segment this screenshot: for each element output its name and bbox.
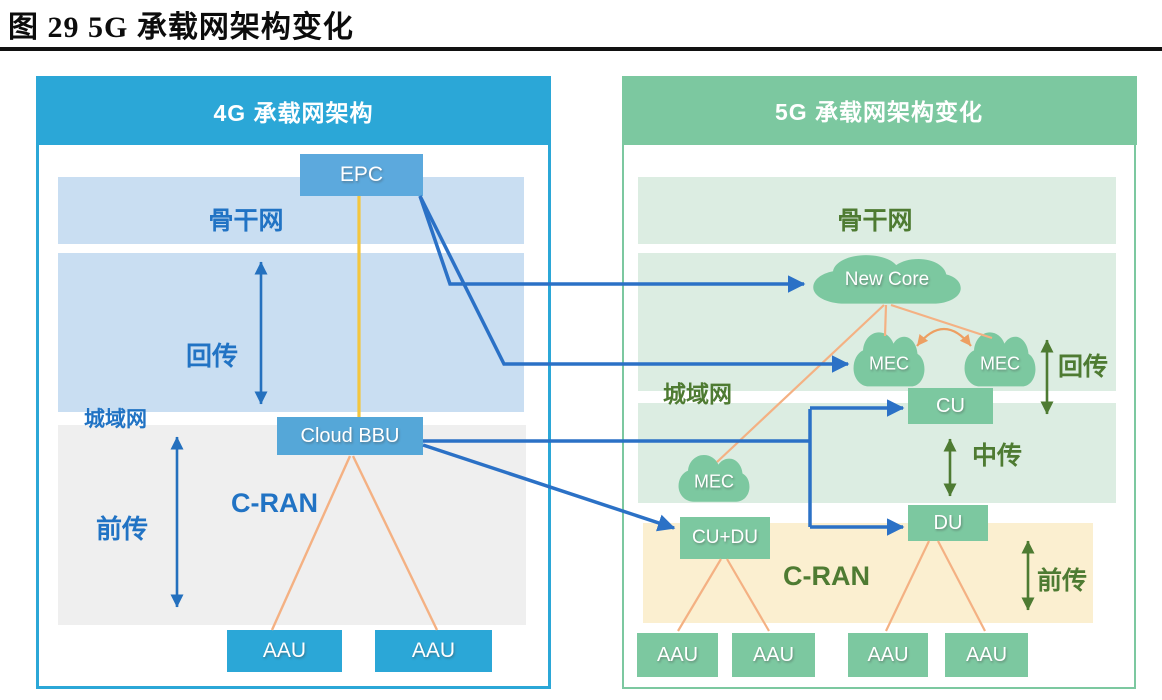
label-5g-fronthaul: 前传 [1037,567,1088,595]
band-4g-backhaul [58,253,524,412]
node-5g-aau-2: AAU [732,633,815,677]
node-new-core-label: New Core [844,269,930,291]
node-mec-edge-label: MEC [694,471,734,492]
node-du: DU [908,505,988,541]
node-4g-aau-1: AAU [227,630,342,672]
node-5g-aau-4: AAU [945,633,1028,677]
label-5g-cran: C-RAN [783,561,870,591]
node-cu: CU [908,388,993,424]
figure-title: 图 29 5G 承载网架构变化 [8,11,354,44]
node-5g-aau-1: AAU [637,633,718,677]
node-mec-metro-2: MEC [962,329,1038,389]
label-5g-metro: 城域网 [663,381,732,407]
node-4g-aau-2: AAU [375,630,492,672]
node-cu-du: CU+DU [680,517,770,559]
label-4g-backbone: 骨干网 [208,207,284,235]
node-cloud-bbu: Cloud BBU [277,417,423,455]
panel-4g-header: 4G 承载网架构 [36,76,551,145]
label-5g-backbone: 骨干网 [837,207,913,235]
node-epc: EPC [300,154,423,196]
node-mec-metro-2-label: MEC [980,353,1020,374]
panel-5g-header: 5G 承载网架构变化 [621,75,1137,145]
node-5g-aau-3: AAU [848,633,928,677]
node-mec-metro-1: MEC [851,329,927,389]
label-5g-backhaul: 回传 [1058,353,1109,381]
label-4g-cran: C-RAN [231,488,318,518]
label-4g-metro: 城域网 [84,408,147,431]
label-5g-midhaul: 中传 [972,442,1023,470]
label-4g-fronthaul: 前传 [96,514,149,544]
title-divider [0,47,1162,51]
node-new-core: New Core [808,252,966,306]
label-4g-backhaul: 回传 [186,341,239,371]
node-mec-edge: MEC [676,452,752,504]
node-mec-metro-1-label: MEC [869,353,909,374]
